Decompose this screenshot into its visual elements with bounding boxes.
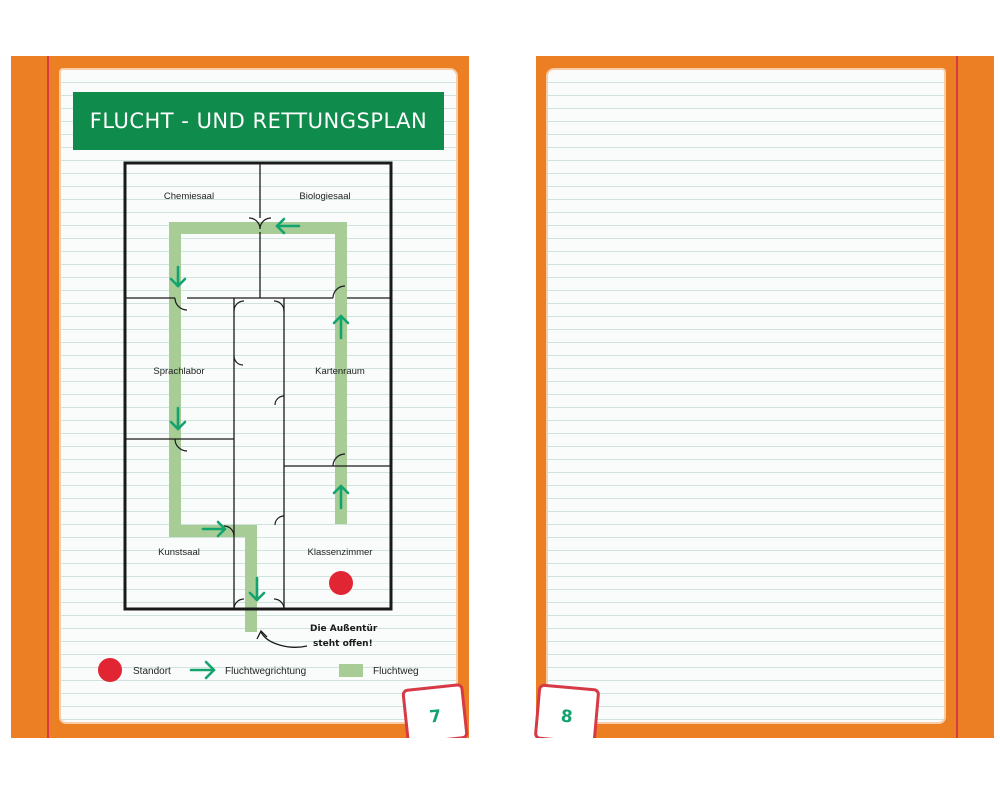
door-swings xyxy=(174,217,346,610)
exit-note-line1: Die Außentür xyxy=(310,624,378,634)
escape-route xyxy=(169,222,347,632)
note-pointer-arrow xyxy=(260,631,308,648)
legend-standort-label: Standort xyxy=(133,666,171,677)
floor-plan-walls xyxy=(123,161,393,611)
evacuation-floor-plan: Chemiesaal Biologiesaal Sprachlabor Kart… xyxy=(98,161,419,682)
room-label-chemiesaal: Chemiesaal xyxy=(164,191,214,202)
margin-line xyxy=(47,56,49,738)
right-page xyxy=(536,56,994,738)
arrow-up-icon xyxy=(332,484,350,510)
legend-arrow-icon xyxy=(189,660,216,680)
arrow-down-icon xyxy=(248,576,266,602)
blank-lined-sheet xyxy=(548,70,944,722)
room-label-kunstsaal: Kunstsaal xyxy=(158,547,200,558)
bottom-mask xyxy=(390,738,620,800)
legend-fluchtwegrichtung-label: Fluchtwegrichtung xyxy=(225,666,306,677)
arrow-down-icon xyxy=(169,265,187,288)
title-banner: FLUCHT - UND RETTUNGSPLAN xyxy=(73,92,444,150)
legend-fluchtweg-label: Fluchtweg xyxy=(373,666,419,677)
arrow-left-icon xyxy=(275,217,301,235)
escape-arrows xyxy=(169,217,350,602)
legend-route-swatch xyxy=(339,664,363,677)
arrow-down-icon xyxy=(169,406,187,431)
arrow-right-icon xyxy=(201,520,227,538)
legend: Standort Fluchtwegrichtung Fluchtweg xyxy=(98,658,419,682)
room-label-klassenzimmer: Klassenzimmer xyxy=(308,547,373,558)
legend-standort-icon xyxy=(98,658,122,682)
room-label-sprachlabor: Sprachlabor xyxy=(153,366,204,377)
left-page-content: FLUCHT - UND RETTUNGSPLAN xyxy=(11,56,469,738)
standort-marker xyxy=(329,571,353,595)
room-label-kartenraum: Kartenraum xyxy=(315,366,365,377)
room-label-biologiesaal: Biologiesaal xyxy=(299,191,350,202)
exit-note-line2: steht offen! xyxy=(313,639,373,649)
page-number-left: 7 xyxy=(428,706,443,728)
page-title: FLUCHT - UND RETTUNGSPLAN xyxy=(89,109,428,133)
margin-line xyxy=(956,56,958,738)
page-number-tab-left: 7 xyxy=(401,682,469,746)
arrow-up-icon xyxy=(332,314,350,340)
exit-note: Die Außentür steht offen! xyxy=(310,624,378,649)
page-number-right: 8 xyxy=(559,706,574,728)
page-number-tab-right: 8 xyxy=(533,683,601,745)
